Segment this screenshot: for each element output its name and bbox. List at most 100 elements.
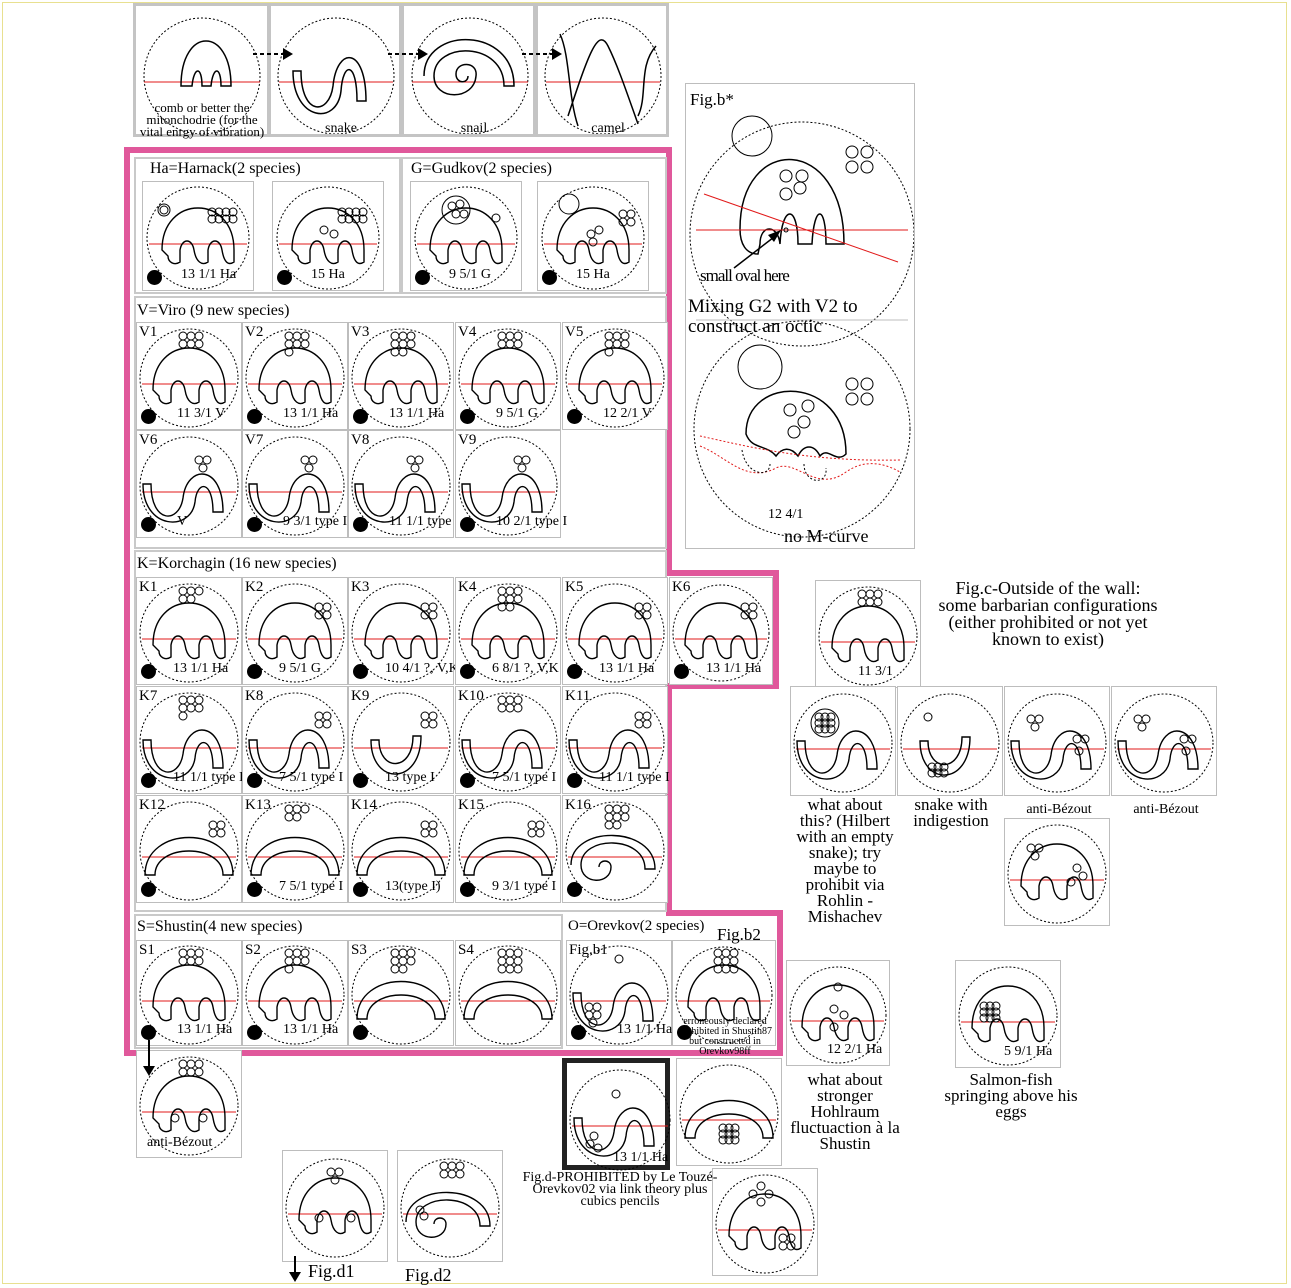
solid-oval-icon xyxy=(460,409,475,424)
viro-cell-9: V910 2/1 type I xyxy=(455,430,561,538)
viro-cell-6-number: V xyxy=(177,515,187,529)
korchagin-cell-4-number: 6 8/1 ?, V,K xyxy=(492,662,559,676)
solid-oval-icon xyxy=(353,664,368,679)
fig-d-cell-2-drawing xyxy=(677,1059,781,1165)
gudkov-cell-2: 15 Ha xyxy=(537,181,649,291)
korchagin-cell-15-number: 9 3/1 type I xyxy=(492,880,556,894)
korchagin-cell-3-number: 10 4/1 ?, V,K xyxy=(385,662,459,676)
arrow-icon xyxy=(253,46,293,62)
korchagin-cell-9-id: K9 xyxy=(351,689,369,704)
fig-d2-cell xyxy=(397,1150,503,1262)
solid-oval-icon xyxy=(247,882,262,897)
solid-oval-icon xyxy=(571,1025,586,1040)
solid-oval-icon xyxy=(353,409,368,424)
solid-oval-icon xyxy=(141,882,156,897)
viro-cell-7-id: V7 xyxy=(245,433,263,448)
korchagin-cell-8-id: K8 xyxy=(245,689,263,704)
korchagin-cell-7-id: K7 xyxy=(139,689,157,704)
solid-oval-icon xyxy=(567,664,582,679)
korchagin-cell-1-id: K1 xyxy=(139,580,157,595)
shustin-title: S=Shustin(4 new species) xyxy=(137,918,302,936)
shustin-cell-2-number: 13 1/1 Ha xyxy=(283,1023,338,1037)
harnack-cell-1-number: 13 1/1 Ha xyxy=(181,268,236,282)
solid-oval-icon xyxy=(141,664,156,679)
korchagin-cell-7-number: 11 1/1 type I xyxy=(173,771,244,785)
korchagin-cell-14: K1413(type I) xyxy=(348,795,454,903)
fig-c-snake-cell xyxy=(897,686,1003,796)
fig-d2-cell-drawing xyxy=(398,1151,502,1261)
korchagin-cell-10-number: 7 5/1 type I xyxy=(492,771,556,785)
fig-c-title: Fig.c-Outside of the wall: some barbaria… xyxy=(938,580,1158,648)
fig-c-anti-cell-3 xyxy=(1004,818,1110,926)
arrow-down-icon xyxy=(288,1256,302,1284)
camel-caption: camel xyxy=(578,120,638,137)
fig-c-top-cell: 11 3/1 xyxy=(815,580,921,688)
shustin-cell-1: S1 13 1/1 Ha xyxy=(136,940,242,1046)
viro-cell-3-id: V3 xyxy=(351,325,369,340)
solid-oval-icon xyxy=(141,409,156,424)
solid-oval-icon xyxy=(567,773,582,788)
gudkov-title: G=Gudkov(2 species) xyxy=(411,160,552,178)
fig-b-panel: Fig.b* small oval here Mixing G2 with V2… xyxy=(685,83,915,549)
korchagin-cell-12-id: K12 xyxy=(139,798,165,813)
harnack-cell-1: 13 1/1 Ha xyxy=(142,181,254,291)
fig-c-caption-anti1: anti-Bézout xyxy=(1006,801,1112,818)
fig-b-annotation: small oval here xyxy=(700,268,789,283)
gudkov-cell-2-number: 15 Ha xyxy=(576,268,610,282)
viro-cell-5-id: V5 xyxy=(565,325,583,340)
snail-drawing xyxy=(404,6,533,134)
viro-cell-8-id: V8 xyxy=(351,433,369,448)
korchagin-cell-15-id: K15 xyxy=(458,798,484,813)
korchagin-cell-12: K12 xyxy=(136,795,242,903)
fig-c-anti-cell-1-drawing xyxy=(1005,687,1109,795)
korchagin-cell-1: K113 1/1 Ha xyxy=(136,577,242,685)
solid-oval-icon xyxy=(247,664,262,679)
arrow-icon xyxy=(388,46,428,62)
korchagin-cell-2: K29 5/1 G xyxy=(242,577,348,685)
viro-cell-2-id: V2 xyxy=(245,325,263,340)
fig-d2-label: Fig.d2 xyxy=(405,1268,452,1283)
viro-cell-1-id: V1 xyxy=(139,325,157,340)
snake-drawing xyxy=(271,6,399,134)
solid-oval-icon xyxy=(460,882,475,897)
solid-oval-icon xyxy=(674,664,689,679)
gudkov-cell-1: 9 5/1 G xyxy=(410,181,522,291)
korchagin-cell-7: K7 11 1/1 type I xyxy=(136,686,242,794)
korchagin-cell-4-id: K4 xyxy=(458,580,476,595)
viro-cell-4: V49 5/1 G xyxy=(455,322,561,430)
solid-oval-icon xyxy=(567,409,582,424)
fig-d-prohibited-cell-number: 13 1/1 Ha xyxy=(613,1151,668,1165)
solid-oval-icon xyxy=(353,1025,368,1040)
solid-oval-icon xyxy=(247,517,262,532)
harnack-cell-2: 15 Ha xyxy=(272,181,384,291)
top-cell-comb: comb or better the mitonchodrie (for the… xyxy=(133,3,270,137)
korchagin-cell-9-number: 13 type I xyxy=(385,771,435,785)
fig-c-top-cell-number: 11 3/1 xyxy=(858,665,893,679)
viro-cell-8-number: 11 1/1 type I xyxy=(389,515,460,529)
harnack-cell-2-number: 15 Ha xyxy=(311,268,345,282)
anti-bezout-caption: anti-Bézout xyxy=(147,1135,212,1150)
shustin-cell-2: S2 13 1/1 Ha xyxy=(242,940,348,1046)
shustin-cell-1-number: 13 1/1 Ha xyxy=(177,1023,232,1037)
solid-oval-icon xyxy=(353,517,368,532)
solid-oval-icon xyxy=(353,773,368,788)
fig-d1-label: Fig.d1 xyxy=(308,1264,355,1279)
fig-d-caption: Fig.d-PROHIBITED by Le Touzé-Orevkov02 v… xyxy=(520,1172,720,1208)
korchagin-cell-6-id: K6 xyxy=(672,580,690,595)
salmon-cell: 5 9/1 Ha xyxy=(955,960,1061,1068)
shustin-cell-1-id: S1 xyxy=(139,943,155,958)
korchagin-cell-13-number: 7 5/1 type I xyxy=(279,880,343,894)
korchagin-cell-11-number: 11 1/1 type I xyxy=(599,771,670,785)
viro-cell-1: V1 11 3/1 V xyxy=(136,322,242,430)
shustin-cell-2-id: S2 xyxy=(245,943,261,958)
viro-cell-9-number: 10 2/1 type I xyxy=(496,515,567,529)
salmon-caption: Salmon-fish springing above his eggs xyxy=(936,1072,1086,1120)
fig-d-cell-3-drawing xyxy=(713,1169,817,1275)
korchagin-cell-8-number: 7 5/1 type I xyxy=(279,771,343,785)
orevkov-fig-b1-id: Fig.b1 xyxy=(569,943,608,958)
viro-cell-1-number: 11 3/1 V xyxy=(177,407,225,421)
viro-cell-2-number: 13 1/1 Ha xyxy=(283,407,338,421)
solid-oval-icon xyxy=(460,773,475,788)
